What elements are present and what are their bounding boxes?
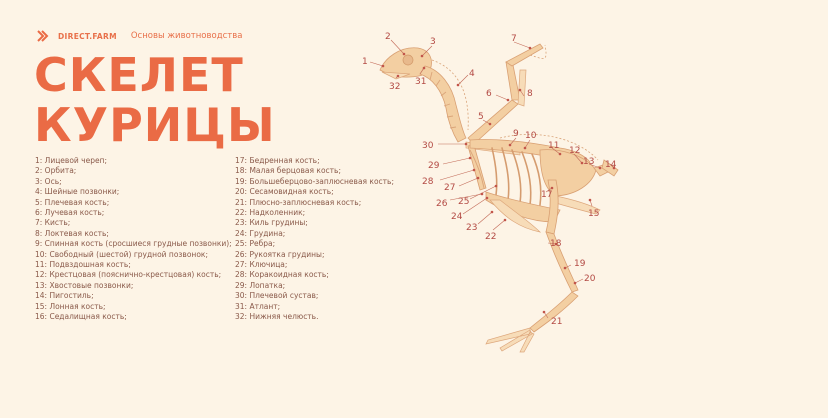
legend-item: 14: Пигостиль; <box>35 291 94 301</box>
legend-item: 11: Подвздошная кость; <box>35 260 131 270</box>
legend-item: 21: Плюсно-заплюсневая кость; <box>235 197 362 207</box>
leaders <box>369 39 616 319</box>
label-26: 26 <box>436 199 448 209</box>
legend-item: 28: Коракоидная кость; <box>235 270 329 280</box>
label-27: 27 <box>444 183 455 193</box>
direct-farm-logo-icon <box>37 30 49 42</box>
legend-item: 10: Свободный (шестой) грудной позвонок; <box>35 249 208 259</box>
tibia <box>545 231 579 293</box>
legend-item: 29: Лопатка; <box>235 280 286 290</box>
legend-item: 24: Грудина; <box>235 228 286 238</box>
legend-item: 2: Орбита; <box>35 166 77 176</box>
label-6: 6 <box>486 89 492 99</box>
label-8: 8 <box>527 89 533 99</box>
label-28: 28 <box>422 177 434 187</box>
legend-item: 6: Лучевая кость; <box>35 208 105 218</box>
legend-item: 15: Лонная кость; <box>35 301 106 311</box>
legend-item: 7: Кисть; <box>35 218 71 228</box>
label-19: 19 <box>574 259 586 269</box>
label-10: 10 <box>525 131 537 141</box>
label-21: 21 <box>551 317 562 327</box>
label-3: 3 <box>430 37 436 47</box>
diagram-labels: 1 2 3 4 5 6 7 8 9 10 11 12 13 14 15 17 1… <box>362 32 617 327</box>
brand-name: DIRECT.FARM <box>58 31 117 41</box>
legend-item: 27: Ключица; <box>235 260 288 270</box>
lower-jaw <box>381 71 411 80</box>
label-29: 29 <box>428 161 440 171</box>
ulna <box>517 69 527 107</box>
legend-item: 5: Плечевая кость; <box>35 197 110 207</box>
label-25: 25 <box>458 197 469 207</box>
legend-item: 8: Локтевая кость; <box>35 228 109 238</box>
label-5: 5 <box>478 112 484 122</box>
label-18: 18 <box>550 239 562 249</box>
title-line-1: СКЕЛЕТ <box>34 48 244 102</box>
legend-item: 4: Шейные позвонки; <box>35 187 120 197</box>
legend-item: 31: Атлант; <box>235 301 281 311</box>
legend-item: 17: Бедренная кость; <box>235 156 320 165</box>
label-17: 17 <box>541 190 552 200</box>
ischium-pubis <box>551 195 601 215</box>
ribs <box>491 147 542 206</box>
label-13: 13 <box>583 157 594 167</box>
wing-outline <box>529 44 547 59</box>
header-subtitle: Основы животноводства <box>130 31 243 41</box>
neck-vertebrae <box>419 65 467 143</box>
label-1: 1 <box>362 57 368 67</box>
page-title: СКЕЛЕТ КУРИЦЫ <box>34 50 276 150</box>
label-32: 32 <box>389 82 400 92</box>
label-12: 12 <box>569 146 580 156</box>
label-15: 15 <box>588 209 599 219</box>
tarsometatarsus <box>529 291 579 333</box>
label-30: 30 <box>422 141 434 151</box>
pygostyle <box>601 159 619 177</box>
legend-item: 25: Ребра; <box>235 239 276 249</box>
back-bone <box>469 139 591 169</box>
clavicle <box>469 149 485 189</box>
legend-column-1: 1: Лицевой череп;2: Орбита;3: Ось;4: Шей… <box>35 156 232 323</box>
label-7: 7 <box>511 34 517 44</box>
humerus <box>467 99 519 145</box>
neck-outline <box>431 59 469 131</box>
label-24: 24 <box>451 212 463 222</box>
label-14: 14 <box>605 160 617 170</box>
radius-ulna <box>505 59 521 101</box>
label-20: 20 <box>584 274 596 284</box>
label-9: 9 <box>513 129 519 139</box>
orbit <box>402 54 414 66</box>
label-23: 23 <box>466 223 477 233</box>
label-11: 11 <box>548 141 559 151</box>
back-outline <box>499 134 599 161</box>
toes <box>485 327 535 353</box>
label-31: 31 <box>415 77 426 87</box>
legend-item: 19: Большеберцово-заплюсневая кость; <box>235 176 394 186</box>
legend-item: 20: Сесамовидная кость; <box>235 187 334 197</box>
legend-item: 30: Плечевой сустав; <box>235 291 319 301</box>
legend-item: 12: Крестцовая (пояснично-крестцовая) ко… <box>35 270 222 280</box>
legend-item: 9: Спинная кость (сросшиеся грудные позв… <box>35 239 232 249</box>
legend-column-2: 17: Бедренная кость;18: Малая берцовая к… <box>235 156 394 323</box>
title-line-2: КУРИЦЫ <box>34 98 276 152</box>
neck-segments <box>429 71 457 129</box>
keel <box>489 199 542 233</box>
legend-item: 23: Киль грудины; <box>235 218 308 228</box>
label-2: 2 <box>385 32 391 42</box>
legend-item: 26: Рукоятка грудины; <box>235 249 325 259</box>
legend-item: 3: Ось; <box>35 176 62 186</box>
legend-item: 18: Малая берцовая кость; <box>235 166 341 176</box>
legend-item: 13: Хвостовые позвонки; <box>35 280 134 290</box>
legend-item: 16: Седалищная кость; <box>35 312 127 322</box>
legend-item: 22: Надколенник; <box>235 208 306 218</box>
label-4: 4 <box>469 69 475 79</box>
legend-item: 32: Нижняя челюсть. <box>235 312 319 322</box>
label-22: 22 <box>485 232 496 242</box>
legend-item: 1: Лицевой череп; <box>35 156 108 165</box>
hand <box>505 43 544 67</box>
header: DIRECT.FARM Основы животноводства <box>36 29 242 43</box>
